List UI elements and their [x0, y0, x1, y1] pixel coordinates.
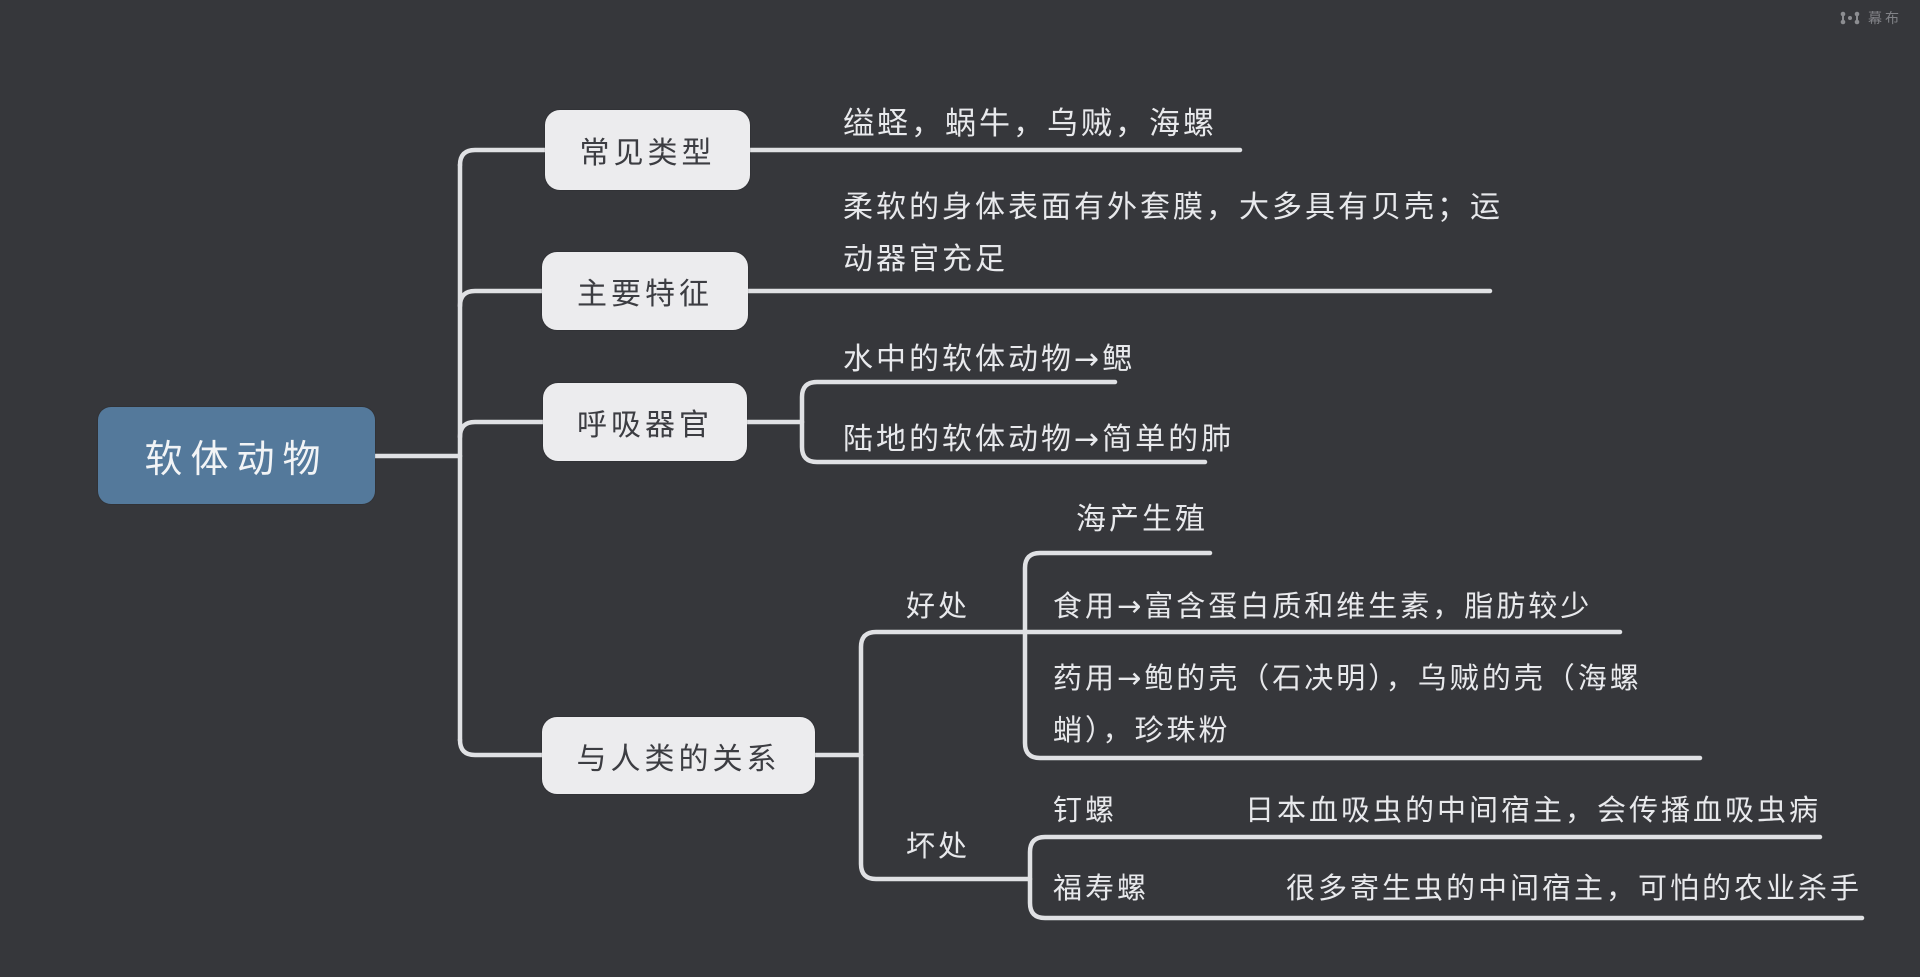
- brand-badge: 幕布: [1839, 8, 1902, 28]
- leaf-apple-snail-name[interactable]: 福寿螺: [1053, 871, 1150, 905]
- leaf-oncomelania-note[interactable]: 日本血吸虫的中间宿主，会传播血吸虫病: [1245, 793, 1822, 827]
- leaf-land-lungs[interactable]: 陆地的软体动物→简单的肺: [843, 422, 1235, 457]
- branch-respiratory-organs[interactable]: 呼吸器官: [543, 383, 747, 461]
- branch-common-types[interactable]: 常见类型: [545, 110, 750, 190]
- leaf-mariculture[interactable]: 海产生殖: [1076, 502, 1208, 537]
- leaf-medicinal-use[interactable]: 药用→鲍的壳（石决明），乌贼的壳（海螺蛸），珍珠粉: [1053, 661, 1642, 747]
- branch-human-relationship[interactable]: 与人类的关系: [542, 717, 815, 794]
- branch-main-features[interactable]: 主要特征: [542, 252, 748, 330]
- mubu-logo-icon: [1839, 10, 1861, 26]
- leaf-oncomelania-name[interactable]: 钉螺: [1053, 793, 1118, 827]
- leaf-main-feature-desc[interactable]: 柔软的身体表面有外套膜，大多具有贝壳；运动器官充足: [843, 190, 1503, 277]
- leaf-apple-snail-note[interactable]: 很多寄生虫的中间宿主，可怕的农业杀手: [1286, 871, 1863, 905]
- leaf-aquatic-gills[interactable]: 水中的软体动物→鳃: [843, 342, 1136, 377]
- brand-name: 幕布: [1868, 11, 1902, 27]
- leaf-food-use[interactable]: 食用→富含蛋白质和维生素，脂肪较少: [1053, 589, 1593, 623]
- label-harms[interactable]: 坏处: [906, 829, 971, 863]
- label-benefits[interactable]: 好处: [906, 589, 971, 623]
- root-node[interactable]: 软体动物: [98, 407, 375, 504]
- leaf-common-examples[interactable]: 缢蛏，蜗牛，乌贼，海螺: [843, 106, 1217, 142]
